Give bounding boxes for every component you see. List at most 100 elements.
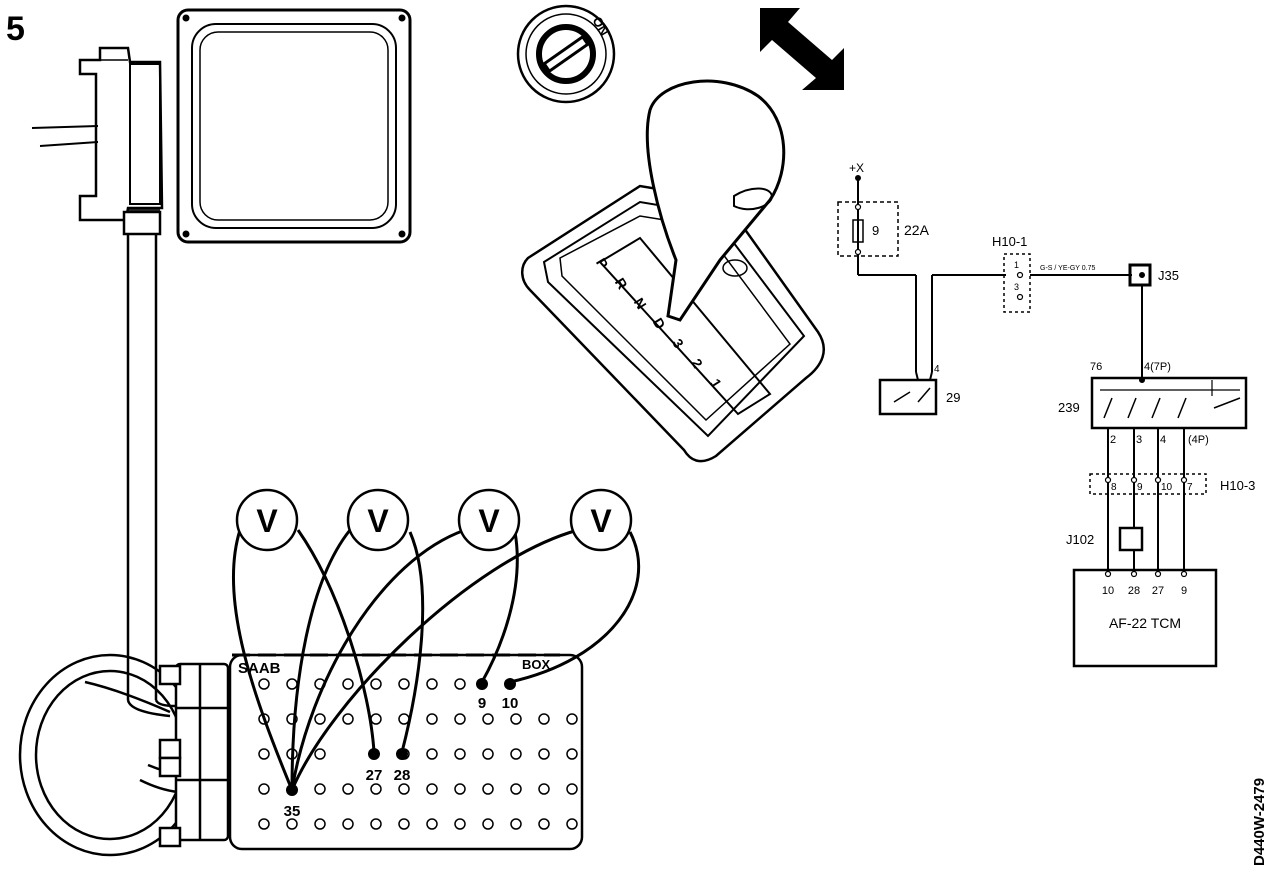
schematic-labels: +X 9 22A H10-1 1 3 G-S / YE-GY 0.75 J35 … (849, 161, 1255, 631)
breakout-hole (510, 713, 522, 725)
switch-239-pin-3: 3 (1136, 434, 1142, 446)
switch-239-top-pin: 4(7P) (1144, 361, 1171, 373)
wire-label: G-S / YE-GY 0.75 (1040, 265, 1095, 272)
breakout-hole (538, 818, 550, 830)
breakout-hole (426, 783, 438, 795)
breakout-hole (370, 818, 382, 830)
breakout-hole (538, 783, 550, 795)
breakout-connectors (158, 662, 230, 848)
switch-29-pin: 4 (934, 364, 940, 375)
voltmeter-3: V (457, 488, 521, 552)
junction-j35-label: J35 (1158, 268, 1179, 283)
breakout-hole (258, 818, 270, 830)
breakout-hole (426, 748, 438, 760)
step-number: 5 (6, 10, 25, 48)
gear-selector (521, 79, 825, 463)
connector-h10-1-pin-top: 1 (1014, 260, 1019, 270)
tcm-pin-28: 28 (1128, 585, 1140, 597)
breakout-hole (566, 783, 578, 795)
breakout-hole (510, 748, 522, 760)
breakout-hole (482, 818, 494, 830)
schematic (837, 178, 1248, 668)
fuse-label: 22A (904, 222, 930, 238)
breakout-hole (538, 748, 550, 760)
supply-label: +X (849, 161, 864, 175)
breakout-hole (314, 818, 326, 830)
breakout-hole (398, 783, 410, 795)
breakout-hole (454, 713, 466, 725)
test-leads (232, 528, 641, 791)
voltmeter-1: V (235, 488, 299, 552)
breakout-hole (258, 748, 270, 760)
pin-label-27: 27 (366, 767, 383, 784)
voltmeter-4: V (569, 488, 633, 552)
h10-3-pin-9: 9 (1137, 482, 1143, 493)
breakout-hole (482, 748, 494, 760)
breakout-hole (314, 783, 326, 795)
switch-239-pin-4: 4 (1160, 434, 1166, 446)
breakout-hole (510, 783, 522, 795)
tcm-pin-10: 10 (1102, 585, 1114, 597)
breakout-hole (426, 818, 438, 830)
switch-239-pin-4p: (4P) (1188, 434, 1209, 446)
breakout-hole (370, 783, 382, 795)
h10-3-pin-7: 7 (1187, 482, 1193, 493)
breakout-hole (398, 678, 410, 690)
breakout-hole (286, 818, 298, 830)
pin-label-28: 28 (394, 767, 411, 784)
breakout-hole (342, 783, 354, 795)
tcm-pin-27: 27 (1152, 585, 1164, 597)
breakout-hole (370, 713, 382, 725)
breakout-hole (482, 713, 494, 725)
breakout-hole (426, 678, 438, 690)
h10-3-pin-10: 10 (1161, 482, 1173, 493)
breakout-hole (314, 748, 326, 760)
breakout-hole (566, 713, 578, 725)
harness-cable (126, 234, 176, 718)
junction-j102-label: J102 (1066, 532, 1094, 547)
breakout-hole (454, 818, 466, 830)
connector-h10-1-pin-bottom: 3 (1014, 282, 1019, 292)
connector-pins (854, 203, 1188, 578)
breakout-hole (454, 678, 466, 690)
tcm-pin-9: 9 (1181, 585, 1187, 597)
switch-239-label: 239 (1058, 400, 1080, 415)
breakout-hole (426, 713, 438, 725)
breakout-hole (510, 818, 522, 830)
reference-code: D440W-2479 (1251, 778, 1268, 866)
breakout-hole (286, 678, 298, 690)
breakout-hole (342, 818, 354, 830)
ignition-switch: ON (516, 4, 616, 104)
connector-h10-1-label: H10-1 (992, 234, 1027, 249)
pin-label-10: 10 (502, 695, 519, 712)
breakout-hole (566, 818, 578, 830)
direction-arrow-icon (760, 8, 844, 90)
pin-label-35: 35 (284, 803, 301, 820)
tcm-label: AF-22 TCM (1109, 615, 1181, 631)
pin-label-9: 9 (478, 695, 486, 712)
breakout-hole (454, 783, 466, 795)
connector-h10-3-label: H10-3 (1220, 478, 1255, 493)
switch-29-label: 29 (946, 390, 960, 405)
pin-35 (286, 784, 298, 796)
pin-28 (396, 748, 408, 760)
pin-9 (476, 678, 488, 690)
schematic-nodes (855, 175, 1145, 383)
breakout-hole (314, 713, 326, 725)
connected-pins: 35 27 28 9 10 (284, 678, 519, 820)
switch-239-top-left: 76 (1090, 361, 1102, 373)
voltmeter-1-label: V (256, 503, 278, 539)
breakout-hole (538, 713, 550, 725)
voltmeter-2-label: V (367, 503, 389, 539)
breakout-side-label: BOX (522, 657, 551, 672)
control-module (31, 8, 412, 244)
breakout-hole (482, 783, 494, 795)
breakout-hole (454, 748, 466, 760)
switch-239-pin-2: 2 (1110, 434, 1116, 446)
breakout-hole (566, 748, 578, 760)
breakout-pin-grid (258, 678, 578, 830)
pin-27 (368, 748, 380, 760)
fuse-number: 9 (872, 223, 879, 238)
breakout-hole (258, 783, 270, 795)
